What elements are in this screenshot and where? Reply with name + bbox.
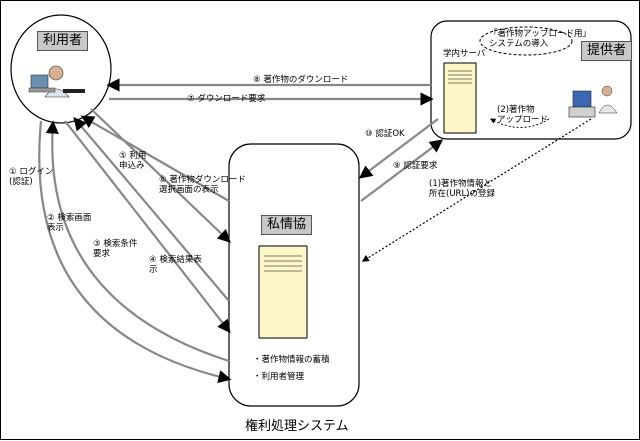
- campus-server-icon: [443, 62, 477, 134]
- provider-figure-icon: [568, 85, 618, 118]
- step-2-label: (2)著作物 アップロード: [497, 105, 549, 125]
- provider-tag: 提供者: [581, 41, 633, 61]
- step-1-label: (1)著作物情報と 所在(URL)の登録: [429, 179, 495, 199]
- step-search-cond-label: ③ 検索条件 要求: [93, 239, 138, 259]
- center-note-1: ・著作物情報の蓄積: [253, 355, 330, 365]
- flow-arrows: [38, 78, 444, 384]
- step-dl-select-label: ⑥ 著作物ダウンロード 選択画面の表示: [159, 175, 246, 195]
- cloud-text: 「著作物アップロード用」 システムの導入: [489, 29, 592, 49]
- center-tag: 私情協: [261, 215, 313, 235]
- cloud-shape: [479, 26, 573, 56]
- step-search-result-label: ④ 検索結果表 示: [149, 255, 202, 275]
- step-auth-ok-label: ⑩ 認証OK: [365, 129, 405, 139]
- center-server-icon: [258, 245, 308, 339]
- center-note-2: ・利用者管理: [253, 372, 305, 382]
- step-auth-request-label: ⑨ 認証要求: [393, 161, 438, 171]
- step-apply-label: ⑤ 利用 申込み: [119, 151, 147, 171]
- step-dl-request-label: ⑦ ダウンロード要求: [187, 94, 266, 104]
- step-login-label: ① ログイン (認証): [9, 167, 54, 187]
- user-figure-icon: [28, 65, 85, 98]
- step-search-screen-label: ② 検索画面 表示: [47, 213, 92, 233]
- campus-server-label: 学内サーバ: [443, 49, 486, 59]
- system-caption: 権利処理システム: [245, 419, 349, 434]
- user-tag: 利用者: [37, 31, 89, 51]
- step-download-label: ⑧ 著作物のダウンロード: [253, 75, 349, 85]
